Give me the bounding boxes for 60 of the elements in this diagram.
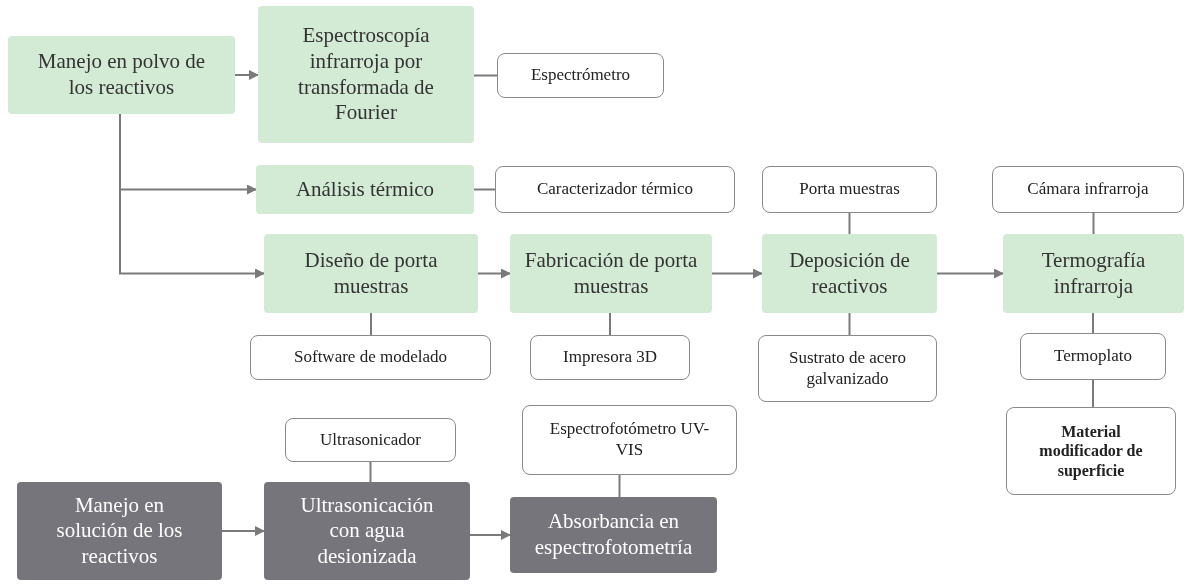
- equipment-box: [992, 166, 1184, 213]
- connector-line: [369, 461, 372, 483]
- connector-line: [370, 312, 372, 336]
- process-box: [510, 497, 717, 573]
- box-label: Caracterizador térmico: [536, 179, 694, 200]
- process-box: [1003, 234, 1184, 313]
- connector-line: [1092, 212, 1095, 235]
- process-box: [264, 482, 470, 580]
- arrow: [936, 268, 1004, 279]
- box-label: Termoplato: [1053, 346, 1133, 367]
- box-label: Ultrasonicador: [320, 429, 421, 451]
- arrow: [469, 530, 511, 540]
- equipment-box: [285, 418, 456, 462]
- box-label: Material modificador de superficie: [1038, 421, 1144, 481]
- box-label: Diseño de porta muestras: [303, 247, 439, 300]
- box-label: Porta muestras: [799, 179, 900, 200]
- box-label: Espectrofotómetro UV-VIS: [548, 419, 711, 461]
- connector-line: [1092, 379, 1094, 408]
- arrow: [221, 526, 265, 536]
- equipment-box: [758, 335, 937, 402]
- box-label: Ultrasonicación con agua desionizada: [299, 492, 435, 570]
- equipment-box: [530, 335, 690, 380]
- box-label: Termografía infrarroja: [1040, 247, 1147, 300]
- box-label: Manejo en solución de los reactivos: [55, 492, 184, 570]
- equipment-box: [762, 166, 937, 213]
- box-label: Cámara infrarroja: [1027, 179, 1149, 200]
- box-label: Espectroscopía infrarroja por transformada de Fourier: [297, 23, 435, 126]
- box-label: Software de modelado: [294, 347, 447, 368]
- connector-line: [473, 188, 496, 191]
- process-box: [17, 482, 222, 580]
- process-box: [256, 165, 474, 214]
- equipment-box: [250, 335, 491, 380]
- connector-line: [1092, 312, 1094, 334]
- connector-line: [618, 474, 621, 498]
- connector-line: [848, 212, 851, 235]
- equipment-box: [522, 405, 737, 475]
- connector-line: [609, 312, 611, 336]
- process-box: [8, 36, 235, 114]
- box-label: Impresora 3D: [563, 347, 657, 368]
- box-label: Fabricación de porta muestras: [524, 247, 698, 300]
- connector-line: [848, 312, 851, 336]
- process-box: [264, 234, 478, 313]
- process-box: [258, 6, 474, 143]
- equipment-box: [1020, 333, 1166, 380]
- box-label: Absorbancia en espectrofotometría: [533, 509, 694, 561]
- connector-line: [473, 74, 498, 77]
- process-box: [510, 234, 712, 313]
- arrow: [119, 113, 265, 279]
- equipment-box: [497, 53, 664, 98]
- equipment-box: [1006, 407, 1176, 495]
- equipment-box: [495, 166, 735, 213]
- arrow: [234, 70, 259, 80]
- arrow: [477, 268, 511, 279]
- process-box: [762, 234, 937, 313]
- box-label: Deposición de reactivos: [788, 247, 911, 300]
- box-label: Sustrato de acero galvanizado: [787, 347, 908, 390]
- arrow: [711, 268, 763, 279]
- box-label: Manejo en polvo de los reactivos: [36, 49, 207, 101]
- box-label: Espectrómetro: [530, 65, 631, 86]
- box-label: Análisis térmico: [295, 176, 435, 203]
